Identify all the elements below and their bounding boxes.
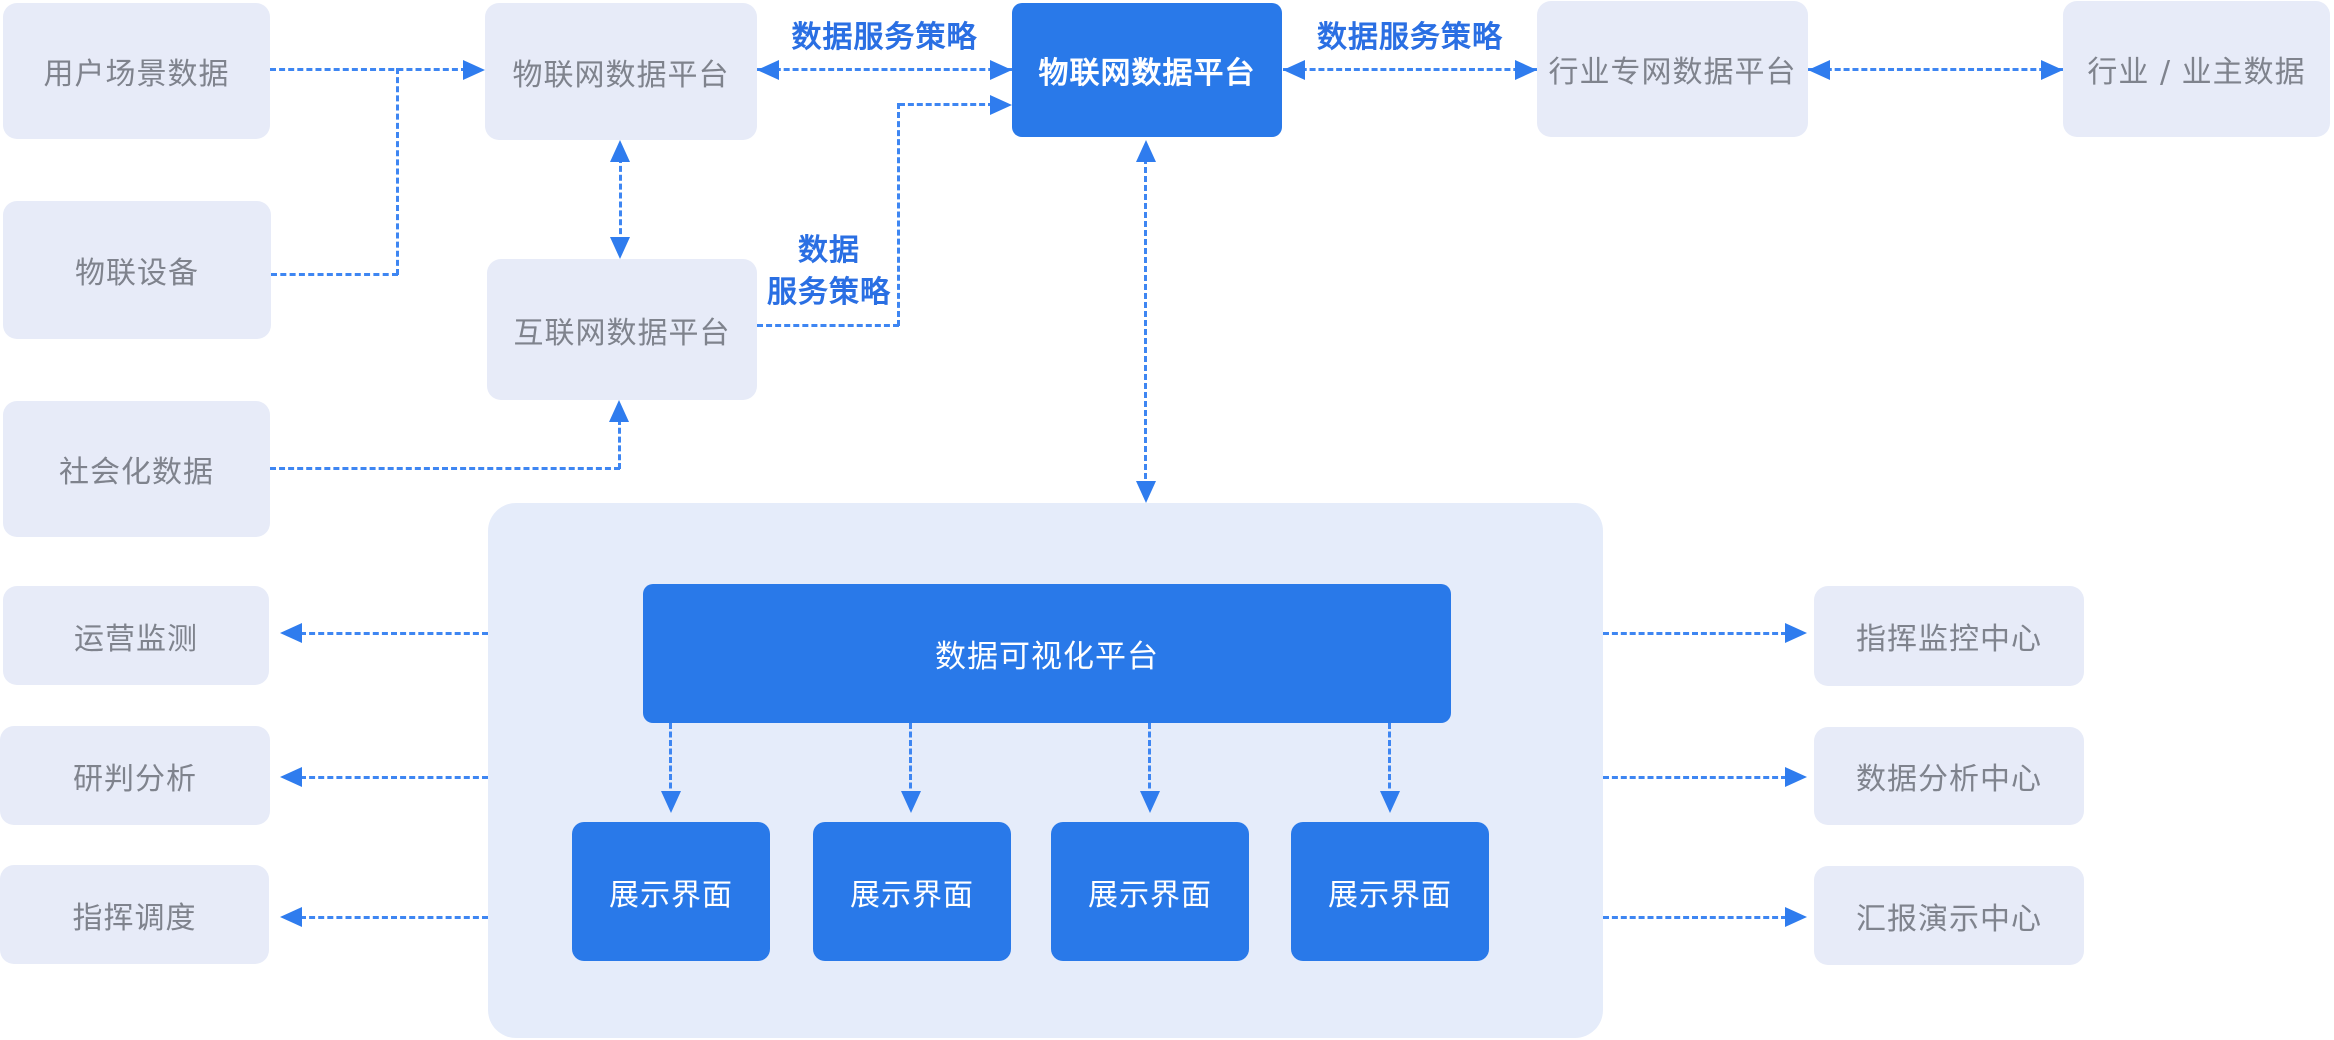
arrowhead-right-icon [990, 60, 1012, 80]
node-command-dispatch: 指挥调度 [0, 865, 269, 964]
connector-social-horizontal [270, 467, 620, 470]
connector-internet-up-vertical [897, 103, 900, 326]
arrowhead-up-icon [1136, 140, 1156, 162]
node-display-panel-3: 展示界面 [1051, 822, 1249, 961]
node-display-panel-4: 展示界面 [1291, 822, 1489, 961]
arrowhead-left-icon [280, 767, 302, 787]
arrowhead-down-icon [661, 791, 681, 813]
node-user-scene-data: 用户场景数据 [3, 3, 270, 139]
arrowhead-left-icon [280, 623, 302, 643]
connector-social-vertical [618, 419, 621, 469]
arrowhead-left-icon [280, 907, 302, 927]
arrowhead-left-icon [1283, 60, 1305, 80]
label-data-service-policy-middle: 数据 服务策略 [749, 230, 909, 314]
connector-container-to-analysis [300, 776, 488, 779]
node-industry-network-platform: 行业专网数据平台 [1537, 1, 1808, 137]
node-judgement-analysis: 研判分析 [0, 726, 270, 825]
node-display-panel-1: 展示界面 [572, 822, 770, 961]
connector-user-scene-to-iot-platform [270, 68, 467, 71]
node-iot-data-platform: 物联网数据平台 [485, 3, 757, 140]
arrowhead-right-icon [1785, 767, 1807, 787]
connector-container-to-dispatch [300, 916, 488, 919]
arrowhead-down-icon [1140, 791, 1160, 813]
arrowhead-left-icon [1808, 60, 1830, 80]
node-command-monitor-center: 指挥监控中心 [1814, 586, 2084, 686]
connector-iot-device-horizontal [271, 273, 398, 276]
node-central-iot-data-platform: 物联网数据平台 [1012, 3, 1282, 137]
arrowhead-right-icon [990, 95, 1012, 115]
connector-viz-to-display-4 [1388, 723, 1391, 797]
connector-viz-to-display-3 [1148, 723, 1151, 797]
arrowhead-up-icon [610, 140, 630, 162]
arrowhead-down-icon [901, 791, 921, 813]
connector-container-to-cmd-center [1603, 632, 1787, 635]
arrowhead-right-icon [1515, 60, 1537, 80]
label-line-1: 数据 [798, 233, 860, 268]
arrowhead-down-icon [1136, 481, 1156, 503]
arrowhead-up-icon [609, 400, 629, 422]
node-internet-data-platform: 互联网数据平台 [487, 259, 757, 400]
label-data-service-policy-left: 数据服务策略 [791, 20, 978, 55]
connector-internet-out-horizontal [757, 324, 899, 327]
connector-center-to-container [1144, 158, 1147, 488]
node-operation-monitor: 运营监测 [3, 586, 269, 685]
label-data-service-policy-right: 数据服务策略 [1317, 20, 1503, 55]
node-report-presentation-center: 汇报演示中心 [1814, 866, 2084, 965]
connector-container-to-report-center [1603, 916, 1787, 919]
connector-container-to-op-monitor [300, 632, 488, 635]
connector-viz-to-display-2 [909, 723, 912, 797]
arrowhead-right-icon [463, 60, 485, 80]
connector-policy-right [1283, 68, 1537, 71]
connector-junction-vertical [396, 68, 399, 275]
node-display-panel-2: 展示界面 [813, 822, 1011, 961]
arrowhead-right-icon [2041, 60, 2063, 80]
node-data-analysis-center: 数据分析中心 [1814, 727, 2084, 825]
connector-container-to-data-center [1603, 776, 1787, 779]
connector-policy-left [757, 68, 1012, 71]
connector-iot-internet-vertical [619, 157, 622, 243]
node-industry-owner-data: 行业 / 业主数据 [2063, 1, 2330, 137]
node-social-data: 社会化数据 [3, 401, 270, 537]
arrowhead-left-icon [757, 60, 779, 80]
arrowhead-down-icon [610, 237, 630, 259]
connector-internet-to-center [899, 103, 994, 106]
node-iot-device: 物联设备 [3, 201, 271, 339]
connector-viz-to-display-1 [669, 723, 672, 797]
arrowhead-down-icon [1380, 791, 1400, 813]
connector-industry-owner [1808, 68, 2063, 71]
arrowhead-right-icon [1785, 907, 1807, 927]
label-line-2: 服务策略 [767, 275, 891, 310]
arrowhead-right-icon [1785, 623, 1807, 643]
node-data-visualization-platform: 数据可视化平台 [643, 584, 1451, 723]
